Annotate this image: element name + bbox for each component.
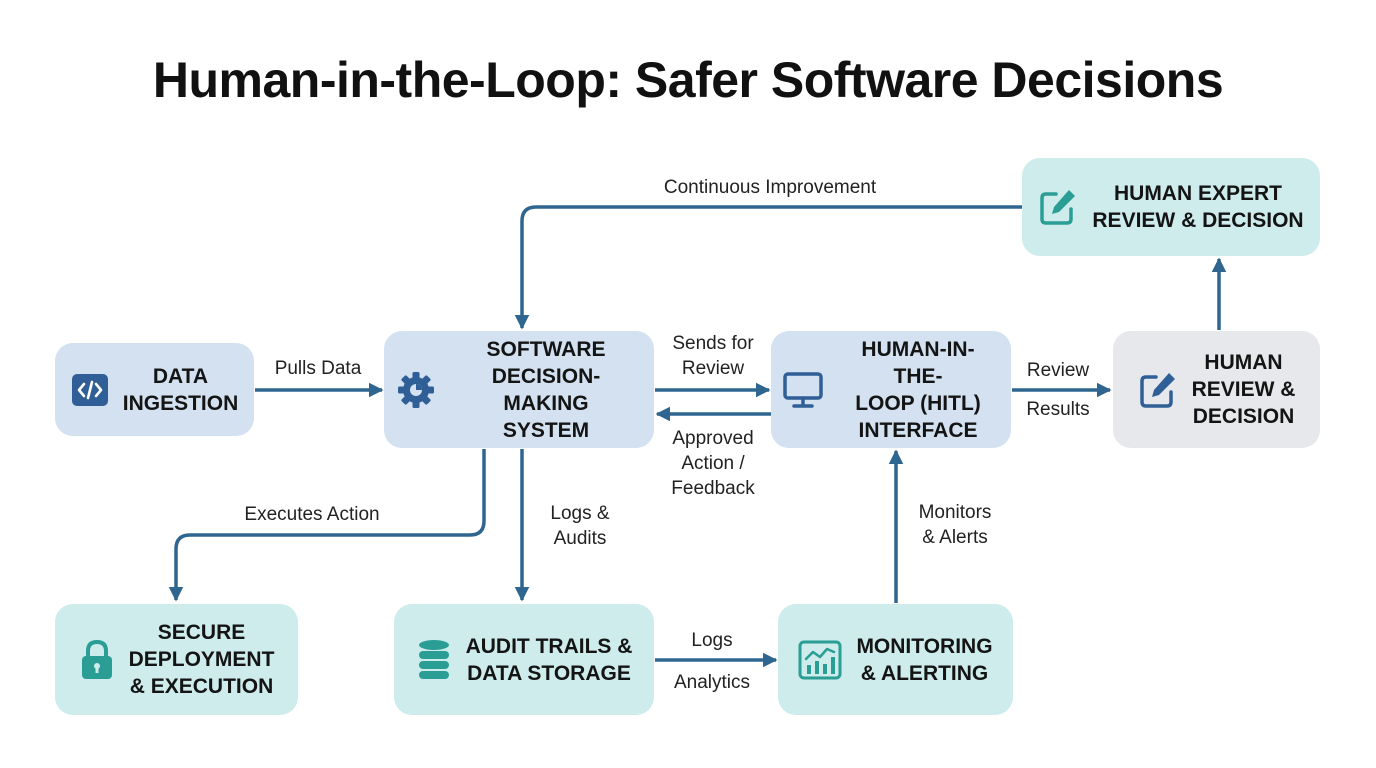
- node-audit-trails: AUDIT TRAILS & DATA STORAGE: [394, 604, 654, 715]
- edge-label-results: Results: [1026, 399, 1090, 420]
- edge-label-continuous-improvement: Continuous Improvement: [663, 177, 877, 198]
- node-human-review-decision: HUMAN REVIEW & DECISION: [1113, 331, 1320, 448]
- monitor-icon: [783, 371, 823, 409]
- edge-continuous-improvement: [514, 205, 1022, 330]
- edit-icon: [1138, 370, 1178, 410]
- node-label: SOFTWARE DECISION-MAKING SYSTEM: [486, 337, 606, 442]
- node-label: DATA INGESTION: [122, 364, 239, 415]
- edge-label-pulls-data: Pulls Data: [274, 358, 362, 379]
- node-label: HUMAN REVIEW & DECISION: [1191, 351, 1296, 428]
- node-label: HUMAN-IN-THE- LOOP (HITL) INTERFACE: [855, 337, 981, 442]
- node-label: MONITORING & ALERTING: [856, 634, 993, 685]
- edit-icon: [1038, 187, 1078, 227]
- node-secure-deployment: SECURE DEPLOYMENT & EXECUTION: [55, 604, 298, 715]
- page-title: Human-in-the-Loop: Safer Software Decisi…: [152, 52, 1224, 108]
- node-label: SECURE DEPLOYMENT & EXECUTION: [128, 621, 275, 698]
- node-data-ingestion: DATA INGESTION: [55, 343, 254, 436]
- edge-label-logs: Logs: [691, 630, 733, 651]
- edge-label-analytics: Analytics: [673, 672, 751, 693]
- node-monitoring-alerting: MONITORING & ALERTING: [778, 604, 1013, 715]
- edge-label-approved-feedback: Approved Action / Feedback: [671, 428, 755, 499]
- code-icon: [71, 373, 109, 407]
- node-hitl-interface: HUMAN-IN-THE- LOOP (HITL) INTERFACE: [771, 331, 1011, 448]
- chart-icon: [798, 640, 842, 680]
- edge-label-monitors-alerts: Monitors & Alerts: [918, 502, 992, 548]
- node-label: AUDIT TRAILS & DATA STORAGE: [465, 634, 633, 685]
- edge-executes-action: [168, 449, 486, 602]
- node-label: HUMAN EXPERT REVIEW & DECISION: [1092, 182, 1304, 232]
- node-human-expert-review: HUMAN EXPERT REVIEW & DECISION: [1022, 158, 1320, 256]
- database-icon: [416, 638, 452, 682]
- gear-icon: [396, 370, 436, 410]
- lock-icon: [79, 639, 115, 681]
- edge-label-sends-for-review: Sends for Review: [672, 333, 754, 379]
- node-software-decision-system: SOFTWARE DECISION-MAKING SYSTEM: [384, 331, 654, 448]
- edge-label-executes-action: Executes Action: [244, 504, 380, 525]
- edge-label-logs-audits: Logs & Audits: [550, 503, 610, 549]
- edge-label-review: Review: [1026, 360, 1090, 381]
